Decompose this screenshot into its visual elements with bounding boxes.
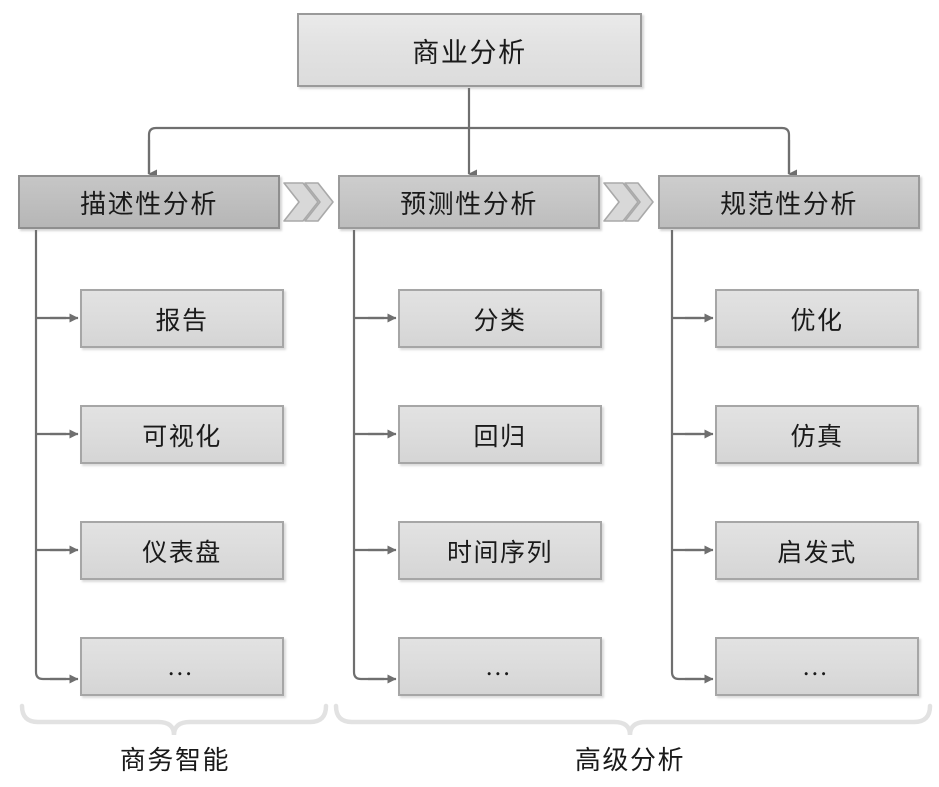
- node-leaf-predictive-2[interactable]: 回归: [398, 405, 602, 464]
- group-caption-label: 高级分析: [574, 746, 686, 775]
- node-business-analytics[interactable]: 商业分析: [297, 13, 642, 87]
- node-leaf-label: 仿真: [790, 423, 844, 451]
- node-leaf-prescriptive-3[interactable]: 启发式: [715, 521, 919, 580]
- node-tier-predictive[interactable]: 预测性分析: [338, 175, 600, 229]
- node-leaf-prescriptive-4[interactable]: …: [715, 637, 919, 696]
- node-leaf-label: 分类: [473, 307, 527, 335]
- node-root-label: 商业分析: [412, 37, 527, 68]
- node-leaf-prescriptive-1[interactable]: 优化: [715, 289, 919, 348]
- spine-prescriptive: [670, 230, 714, 684]
- node-leaf-label: …: [484, 651, 516, 681]
- node-leaf-descriptive-2[interactable]: 可视化: [80, 405, 284, 464]
- node-leaf-label: 可视化: [142, 423, 222, 451]
- node-tier-predictive-label: 预测性分析: [400, 189, 538, 219]
- spine-predictive: [352, 230, 397, 684]
- node-leaf-predictive-3[interactable]: 时间序列: [398, 521, 602, 580]
- node-leaf-predictive-1[interactable]: 分类: [398, 289, 602, 348]
- node-tier-prescriptive[interactable]: 规范性分析: [658, 175, 920, 229]
- tier-distributor-bus: [147, 126, 791, 174]
- node-tier-descriptive[interactable]: 描述性分析: [18, 175, 280, 229]
- double-chevron-icon-1: [283, 182, 334, 222]
- group-caption-advanced-analytics: 高级分析: [530, 740, 730, 777]
- node-leaf-predictive-4[interactable]: …: [398, 637, 602, 696]
- node-leaf-label: …: [166, 651, 198, 681]
- group-caption-business-intelligence: 商务智能: [75, 740, 275, 777]
- node-leaf-label: …: [801, 651, 833, 681]
- brace-advanced-analytics: [333, 703, 933, 736]
- node-leaf-label: 优化: [790, 307, 844, 335]
- node-leaf-label: 仪表盘: [142, 539, 222, 567]
- node-leaf-label: 报告: [155, 307, 209, 335]
- node-leaf-label: 时间序列: [446, 539, 553, 567]
- node-tier-descriptive-label: 描述性分析: [80, 189, 218, 219]
- node-leaf-label: 启发式: [777, 539, 857, 567]
- node-leaf-descriptive-3[interactable]: 仪表盘: [80, 521, 284, 580]
- double-chevron-icon-2: [603, 182, 654, 222]
- node-leaf-label: 回归: [473, 423, 527, 451]
- node-leaf-descriptive-4[interactable]: …: [80, 637, 284, 696]
- spine-descriptive: [34, 230, 79, 684]
- group-caption-label: 商务智能: [119, 746, 231, 775]
- node-tier-prescriptive-label: 规范性分析: [720, 189, 858, 219]
- brace-business-intelligence: [19, 703, 329, 736]
- node-leaf-prescriptive-2[interactable]: 仿真: [715, 405, 919, 464]
- node-leaf-descriptive-1[interactable]: 报告: [80, 289, 284, 348]
